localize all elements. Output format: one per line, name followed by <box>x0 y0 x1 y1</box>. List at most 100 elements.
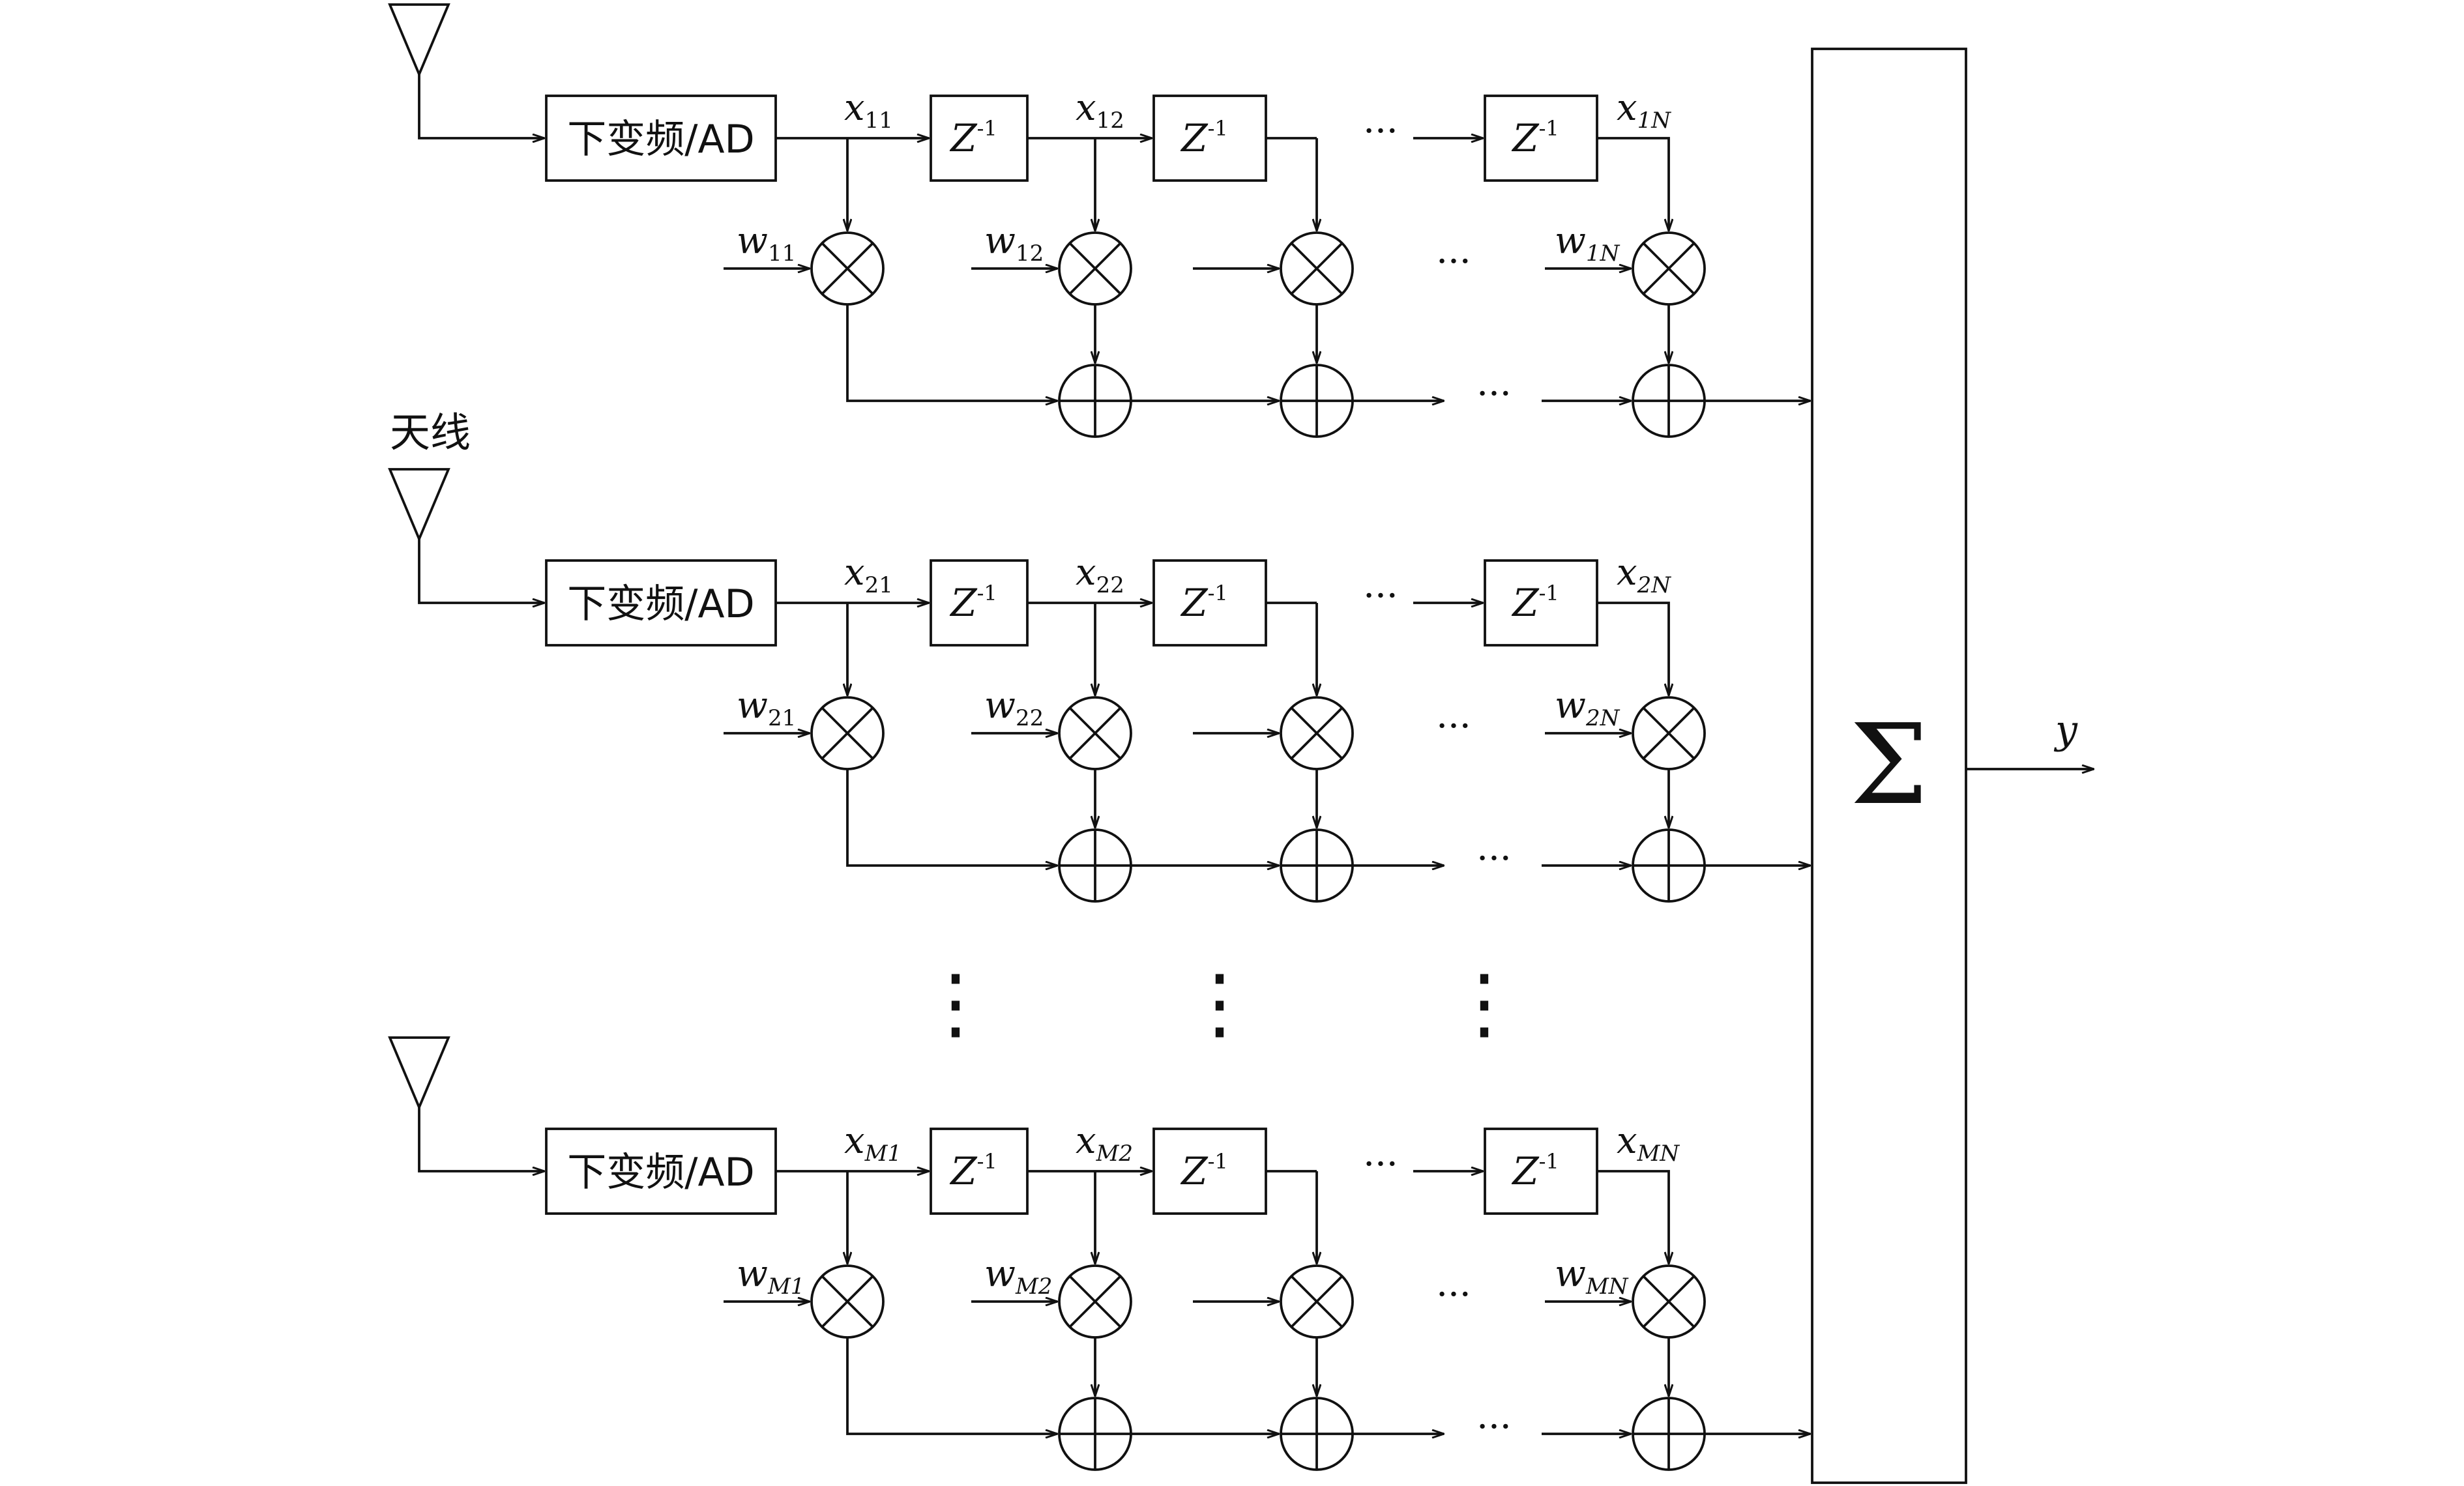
x-label: x1N <box>1617 87 1671 134</box>
multiplier-node <box>810 696 885 770</box>
delay-box <box>1152 1128 1267 1215</box>
converter-box <box>545 1128 777 1215</box>
x-label-subscript: 21 <box>865 572 893 598</box>
multiplier-cross <box>821 707 874 760</box>
delay-label-exponent: -1 <box>977 581 997 605</box>
antenna-icon <box>388 1036 544 1171</box>
delay-label: Z-1 <box>1180 1149 1227 1193</box>
w-label: wM1 <box>737 1253 804 1300</box>
delay-label-exponent: -1 <box>977 116 997 141</box>
sum-path <box>846 304 1057 401</box>
x-label: x2N <box>1617 551 1671 598</box>
horizontal-ellipsis: ··· <box>1363 110 1398 153</box>
adder-node <box>1632 1397 1706 1471</box>
delay-box <box>930 559 1029 647</box>
delay-label-base: Z <box>1511 116 1540 160</box>
w-label-base: w <box>737 220 768 262</box>
x-label: xM1 <box>844 1120 902 1167</box>
delay-label: Z-1 <box>1511 1149 1559 1193</box>
delay-label-exponent: -1 <box>1208 116 1228 141</box>
w-label-base: w <box>737 684 768 727</box>
horizontal-ellipsis: ··· <box>1436 1274 1471 1316</box>
x-label-subscript: 1N <box>1637 108 1672 134</box>
vertical-ellipsis: ⋮ <box>1181 958 1259 1049</box>
delay-label: Z-1 <box>1511 116 1559 160</box>
delay-box <box>1484 1128 1598 1215</box>
w-label-subscript: 1N <box>1586 240 1621 267</box>
multiplier-cross <box>1642 242 1695 295</box>
w-label-base: w <box>984 1253 1016 1295</box>
x-label: x11 <box>844 87 893 134</box>
delay-block: Z-1 <box>930 559 1029 647</box>
delay-label-exponent: -1 <box>1539 116 1559 141</box>
adder-node <box>1058 364 1132 438</box>
downconverter-ad-block: 下变频/AD <box>545 95 777 182</box>
w-label-base: w <box>984 220 1016 262</box>
tap-line <box>1597 1170 1669 1264</box>
x-label-base: x <box>844 1120 865 1162</box>
horizontal-ellipsis: ··· <box>1436 705 1471 748</box>
multiplier-cross <box>1068 1275 1122 1328</box>
multiplier-node <box>1280 1264 1354 1339</box>
x-label-subscript: 22 <box>1096 572 1124 598</box>
delay-label-base: Z <box>949 116 978 160</box>
delay-label-base: Z <box>1180 116 1209 160</box>
antenna-icon <box>388 468 544 603</box>
multiplier-node <box>1058 696 1132 770</box>
horizontal-ellipsis: ··· <box>1363 575 1398 617</box>
downconverter-ad-block: 下变频/AD <box>545 1128 777 1215</box>
delay-block: Z-1 <box>1152 1128 1267 1215</box>
w-label-subscript: M1 <box>767 1274 804 1300</box>
x-label-base: x <box>1617 87 1637 129</box>
antenna-icon <box>388 3 544 138</box>
delay-block: Z-1 <box>1484 1128 1598 1215</box>
delay-label: Z-1 <box>949 581 997 625</box>
delay-label-exponent: -1 <box>1539 1149 1559 1174</box>
x-label: x22 <box>1076 551 1124 598</box>
delay-label: Z-1 <box>949 1149 997 1193</box>
w-label-subscript: 21 <box>768 705 796 731</box>
adder-node <box>1632 364 1706 438</box>
delay-label-base: Z <box>1180 581 1209 625</box>
adder-node <box>1058 1397 1132 1471</box>
delay-label-exponent: -1 <box>977 1149 997 1174</box>
delay-block: Z-1 <box>1484 559 1598 647</box>
vertical-ellipsis: ⋮ <box>917 958 995 1049</box>
antenna-feed-line <box>418 1107 544 1171</box>
w-label-subscript: MN <box>1585 1274 1629 1300</box>
w-label-subscript: 11 <box>768 240 796 267</box>
x-label-base: x <box>1076 551 1096 594</box>
multiplier-node <box>810 1264 885 1339</box>
w-label: w1N <box>1555 220 1621 267</box>
w-label-base: w <box>737 1253 768 1295</box>
multiplier-cross <box>821 242 874 295</box>
x-label: x21 <box>844 551 893 598</box>
converter-box <box>545 559 777 647</box>
delay-label-exponent: -1 <box>1208 1149 1228 1174</box>
delay-label-exponent: -1 <box>1208 581 1228 605</box>
w-label: w11 <box>737 220 796 267</box>
converter-label: 下变频/AD <box>567 1150 754 1195</box>
multiplier-cross <box>1290 707 1343 760</box>
x-label-subscript: MN <box>1637 1141 1680 1167</box>
w-label-base: w <box>984 684 1016 727</box>
delay-label: Z-1 <box>1180 116 1227 160</box>
sum-path <box>846 769 1057 866</box>
multiplier-node <box>1632 1264 1706 1339</box>
downconverter-ad-block: 下变频/AD <box>545 559 777 647</box>
x-label: xM2 <box>1076 1120 1133 1167</box>
x-label-base: x <box>844 551 865 594</box>
delay-label: Z-1 <box>949 116 997 160</box>
delay-block: Z-1 <box>930 1128 1029 1215</box>
multiplier-cross <box>1642 707 1695 760</box>
multiplier-cross <box>1642 1275 1695 1328</box>
delay-label-exponent: -1 <box>1539 581 1559 605</box>
delay-label-base: Z <box>1511 1149 1540 1193</box>
x-label-subscript: 2N <box>1637 572 1672 598</box>
x-label-subscript: 12 <box>1096 108 1124 134</box>
x-label-base: x <box>844 87 865 129</box>
vertical-ellipsis: ⋮ <box>1445 958 1523 1049</box>
w-label: w2N <box>1555 684 1621 731</box>
